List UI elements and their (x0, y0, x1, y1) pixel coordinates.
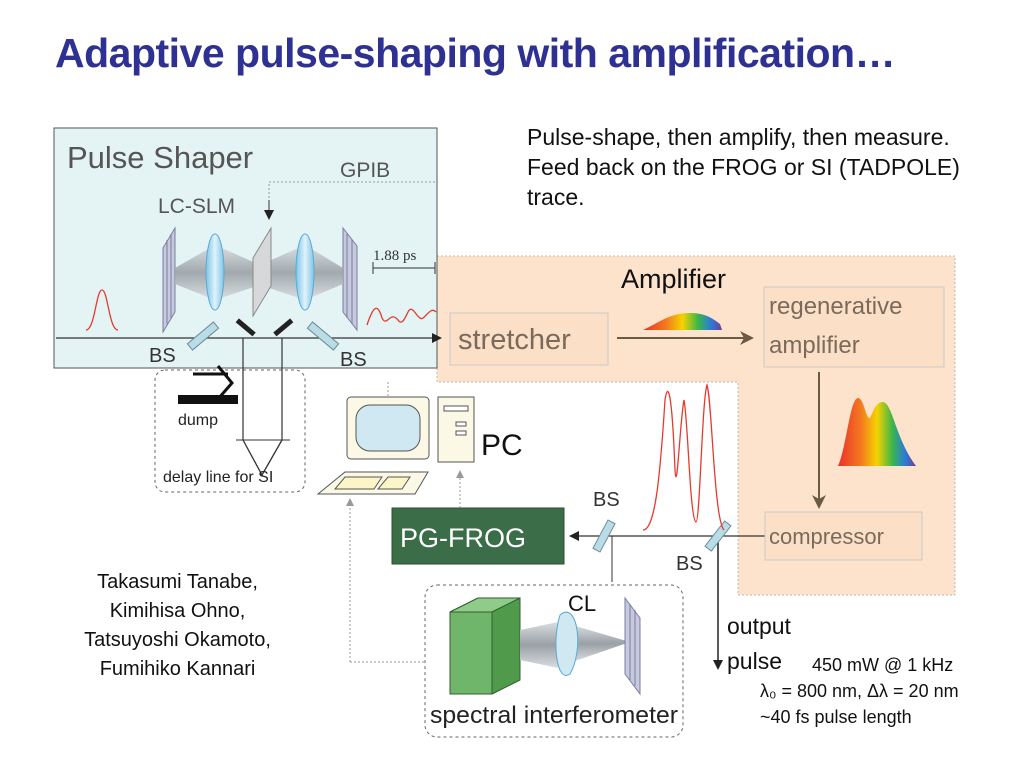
stretcher-label: stretcher (458, 324, 571, 356)
bs-left-label: BS (149, 345, 176, 367)
laser-specs: 450 mW @ 1 kHz λ₀ = 800 nm, Δλ = 20 nm ~… (760, 652, 1022, 730)
bs-output-label: BS (676, 553, 703, 575)
left-grating (162, 226, 176, 334)
pg-frog-box (391, 507, 565, 565)
spectral-interferometer-box (424, 584, 684, 738)
delay-line-label: delay line for SI (163, 469, 273, 486)
stretcher-box (449, 312, 609, 366)
spec-wavelength: λ₀ = 800 nm, Δλ = 20 nm (760, 681, 959, 701)
bs-right-label: BS (340, 349, 367, 371)
slide-title: Adaptive pulse-shaping with amplificatio… (55, 30, 896, 76)
regen-amp-box (763, 286, 945, 368)
delay-label: 1.88 ps (373, 248, 417, 264)
lc-slm-label: LC-SLM (158, 195, 235, 218)
spectral-interferometer-label: spectral interferometer (430, 702, 678, 729)
output-label-line2: pulse (727, 648, 782, 674)
input-pulse (85, 289, 119, 331)
spec-pulse-length: ~40 fs pulse length (760, 707, 912, 727)
author-2: Kimihisa Ohno, (109, 600, 246, 622)
cl-label: CL (568, 591, 596, 616)
left-lens (205, 233, 225, 311)
spec-power: 450 mW @ 1 kHz (812, 655, 954, 675)
author-list: Takasumi Tanabe, Kimihisa Ohno, Tatsuyos… (40, 568, 315, 684)
pulse-shaper-optics (162, 181, 437, 334)
pc-icon (316, 396, 475, 495)
shaped-pulse (366, 307, 437, 326)
compressor-label: compressor (769, 524, 884, 549)
shaper-optics-mirrors (178, 318, 340, 404)
dump-block (178, 395, 238, 404)
pulse-traces (85, 289, 725, 531)
right-grating (342, 226, 358, 332)
compressor-box (764, 511, 923, 561)
regen-label-line2: amplifier (769, 332, 860, 359)
measured-pulse-trace (642, 382, 725, 531)
spectrometer-grating (624, 596, 641, 696)
slide-description: Pulse-shape, then amplify, then measure.… (527, 124, 960, 210)
amplifier-title: Amplifier (621, 264, 726, 294)
author-4: Fumihiko Kannari (99, 658, 256, 680)
amplifier-flow (449, 286, 945, 561)
right-lens (295, 233, 315, 311)
pg-frog-label: PG-FROG (400, 523, 526, 553)
gpib-label: GPIB (340, 159, 390, 182)
cylindrical-lens (555, 611, 579, 676)
spectrometer-optics (449, 596, 641, 696)
lc-slm (252, 226, 272, 318)
dump-label: dump (178, 412, 218, 429)
pulse-shaper-title: Pulse Shaper (67, 140, 253, 175)
author-3: Tatsuyoshi Okamoto, (84, 629, 271, 651)
bs-frog-label: BS (593, 489, 620, 511)
chirped-spectrum (643, 313, 722, 330)
author-1: Takasumi Tanabe, (97, 571, 258, 593)
output-splitters (592, 519, 732, 553)
dump-arrow-icon (193, 365, 234, 400)
regen-label-line1: regenerative (769, 293, 902, 320)
amplified-spectrum (838, 398, 916, 466)
pc-label: PC (481, 429, 523, 462)
beam-paths (56, 333, 765, 670)
output-label-line1: output (727, 613, 792, 639)
